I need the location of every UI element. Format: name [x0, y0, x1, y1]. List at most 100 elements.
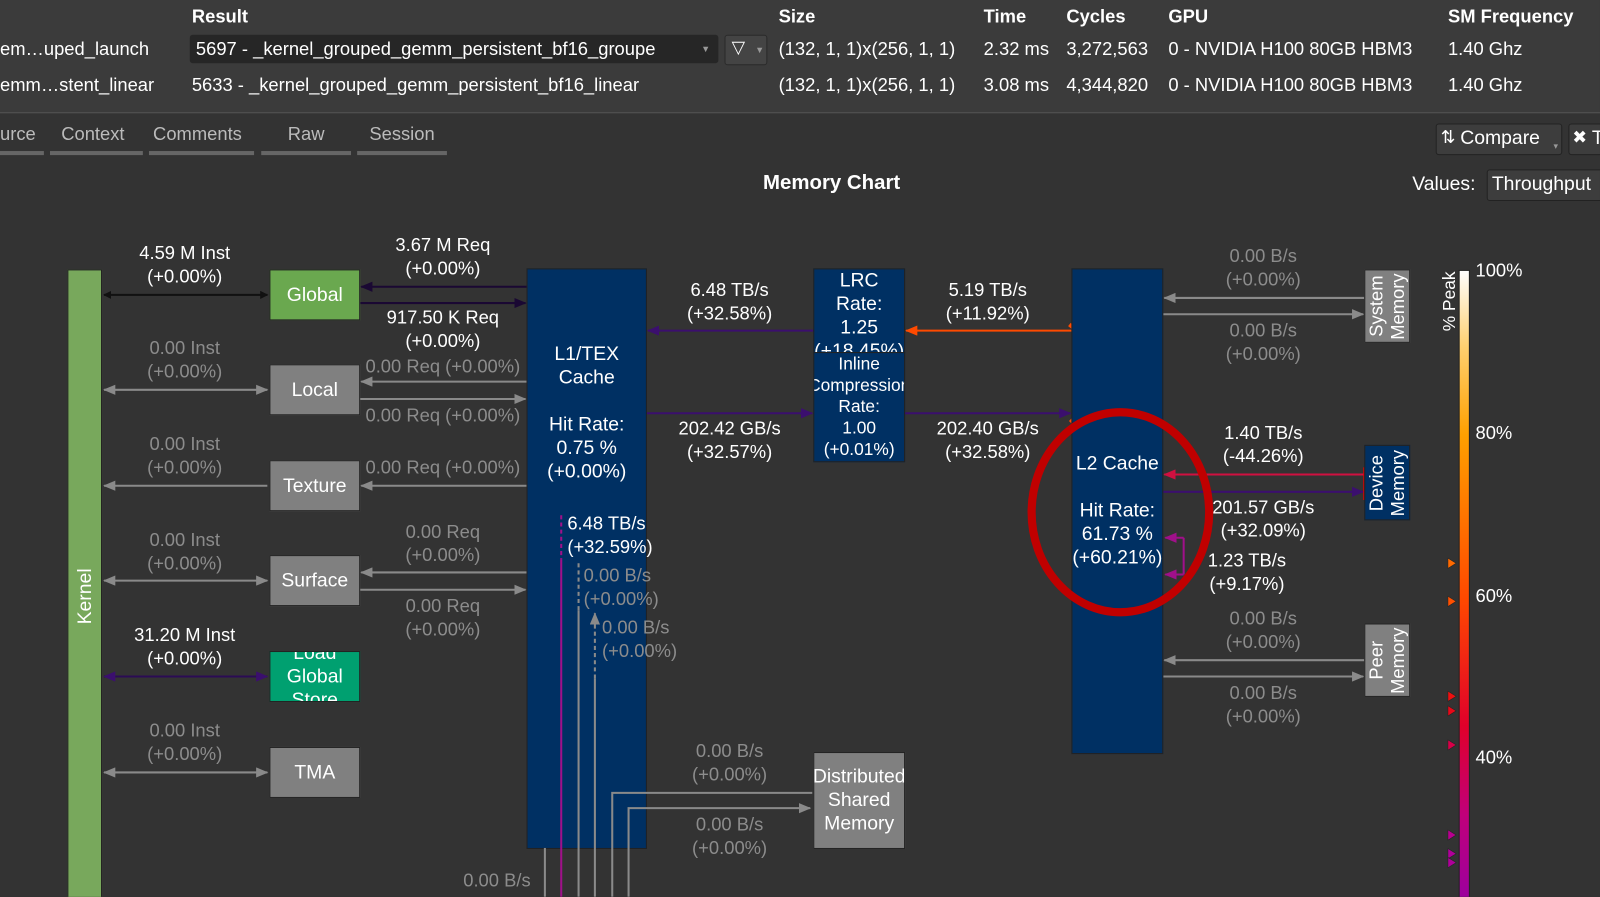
tab-raw[interactable]: Raw [261, 123, 352, 156]
col-time: Time [983, 6, 1027, 27]
edge-label-text: (+0.00%) [147, 266, 223, 287]
edge-label-text: (+0.00%) [583, 588, 659, 610]
l2-hit-rate-value: 61.73 % [1081, 523, 1153, 545]
kernel-label: Kernel [73, 567, 96, 624]
edge-label-text: 3.67 M Req [395, 234, 491, 256]
surface-node[interactable]: Surface [269, 555, 361, 607]
edge-label-text: 0.00 B/s [583, 565, 652, 586]
inline-compression-node[interactable]: InlineCompressionRate:1.00(+0.01%) [813, 352, 906, 463]
dsm-label: Distributed [813, 766, 906, 788]
l1-title: Cache [558, 367, 615, 389]
edge-label-l2-device: 201.57 GB/s(+32.09%) [1212, 496, 1314, 543]
tab-source[interactable]: urce [0, 123, 44, 156]
edge-label-text: 0.00 Inst [149, 529, 220, 550]
edge-label-text: (+0.00%) [445, 457, 521, 478]
edge-label-text: (+0.00%) [147, 743, 223, 765]
dsm-label: Shared [827, 789, 891, 812]
tools-label: T [1592, 128, 1600, 150]
edge-label-text: (+0.00%) [1225, 631, 1301, 653]
col-result: Result [191, 6, 248, 27]
l2-hit-rate-delta: (+60.21%) [1072, 546, 1163, 569]
peer-memory-node[interactable]: Peer Memory [1364, 623, 1411, 697]
values-dropdown[interactable]: Throughput [1486, 169, 1600, 202]
edge-label-text: 0.00 Inst [149, 337, 220, 359]
system-label: System [1365, 275, 1387, 337]
edge-label-text: (-44.26%) [1222, 445, 1304, 467]
col-freq: SM Frequency [1447, 6, 1574, 27]
edge-label-system-l2: 0.00 B/s(+0.00%) [1226, 245, 1301, 292]
edge-label-text: 0.00 B/s [1229, 320, 1297, 341]
row-name: em…uped_launch [0, 38, 150, 60]
edge-label-text: 0.00 Inst [149, 720, 220, 741]
chart-title: Memory Chart [763, 171, 901, 194]
edge-label-l2-loop: 1.23 TB/s(+9.17%) [1208, 549, 1286, 596]
tma-label: TMA [294, 761, 336, 784]
values-label: Values: [1412, 173, 1476, 195]
chevron-down-icon: ▼ [701, 43, 711, 55]
edge-label-text: (+32.58%) [945, 441, 1031, 463]
texture-node[interactable]: Texture [269, 460, 361, 512]
edge-label-surface-write: 0.00 Req(+0.00%) [405, 595, 480, 642]
l2-cache-node[interactable]: L2 Cache Hit Rate: 61.73 % (+60.21%) [1071, 268, 1164, 755]
global-node[interactable]: Global [269, 269, 361, 321]
edge-label-text: 1.40 TB/s [1224, 422, 1303, 443]
edge-label-l2-peer: 0.00 B/s(+0.00%) [1226, 682, 1301, 729]
edge-label-texture: 0.00 Req (+0.00%) [365, 456, 520, 479]
edge-label-text: 0.00 Req [405, 521, 481, 542]
peer-label: Peer [1365, 640, 1387, 680]
edge-label-local-read: 0.00 Req (+0.00%) [365, 355, 520, 378]
edge-label-text: 0.00 B/s [695, 740, 764, 762]
device-label: Device [1365, 454, 1387, 511]
edge-label-text: (+0.00%) [602, 640, 678, 662]
edge-label-text: (+0.00%) [692, 837, 768, 859]
filter-button[interactable]: ▽ ▼ [724, 34, 768, 66]
compare-button[interactable]: ⇅ Compare ▾ [1435, 123, 1563, 156]
kernel-node[interactable]: Kernel [67, 269, 103, 897]
tools-button[interactable]: ✖ T [1568, 123, 1600, 156]
tab-session[interactable]: Session [357, 123, 447, 156]
edge-label-text: 0.00 B/s [463, 870, 531, 891]
system-memory-node[interactable]: System Memory [1364, 269, 1411, 343]
edge-label-text: 0.00 Req [405, 595, 481, 617]
dsm-label: Memory [824, 813, 895, 835]
l1-tex-cache-node[interactable]: L1/TEX Cache Hit Rate: 0.75 % (+0.00%) [526, 268, 647, 849]
texture-label: Texture [283, 474, 347, 497]
chevron-down-icon: ▾ [1553, 140, 1559, 152]
result-dropdown[interactable]: 5697 - _kernel_grouped_gemm_persistent_b… [189, 34, 719, 64]
edge-label-text: 202.42 GB/s [678, 418, 781, 439]
edge-label-global-write: 917.50 K Req(+0.00%) [387, 306, 499, 353]
time-value: 2.32 ms [983, 38, 1050, 60]
edge-label-text: 0.00 B/s [602, 617, 670, 638]
lgs-line: Store [291, 689, 338, 703]
edge-label-global-read: 3.67 M Req(+0.00%) [395, 234, 490, 281]
peer-label: Memory [1387, 627, 1408, 694]
edge-label-l2-lrc: 5.19 TB/s(+11.92%) [946, 279, 1030, 326]
baseline-result: 5633 - _kernel_grouped_gemm_persistent_b… [191, 74, 640, 95]
tma-node[interactable]: TMA [269, 746, 361, 798]
edge-label-text: 0.00 Req [365, 457, 441, 478]
gpu-value: 0 - NVIDIA H100 80GB HBM3 [1168, 38, 1413, 60]
col-cycles: Cycles [1066, 6, 1126, 27]
edge-label-text: (+0.00%) [405, 258, 481, 279]
tab-context[interactable]: Context [49, 123, 143, 156]
results-header: Result Size Time Cycles GPU SM Frequency… [0, 0, 1600, 114]
gpu-value: 0 - NVIDIA H100 80GB HBM3 [1168, 74, 1413, 95]
inline-rate-delta: (+0.01%) [823, 439, 895, 460]
local-node[interactable]: Local [269, 364, 361, 416]
global-label: Global [286, 284, 343, 306]
inline-title: Compression [813, 375, 904, 395]
device-memory-node[interactable]: Device Memory [1364, 444, 1411, 521]
edge-label-text: (+0.00%) [405, 619, 481, 640]
edge-label-device-l2: 1.40 TB/s(-44.26%) [1223, 421, 1304, 468]
edge-label-text: (+0.00%) [445, 356, 521, 377]
tab-comments[interactable]: Comments [148, 123, 255, 156]
edge-label-text: (+0.00%) [1225, 706, 1301, 727]
edge-label-text: 0.00 B/s [1229, 682, 1297, 704]
lrc-rate-delta: (+18.45%) [814, 340, 905, 354]
edge-label-text: 5.19 TB/s [948, 279, 1027, 300]
